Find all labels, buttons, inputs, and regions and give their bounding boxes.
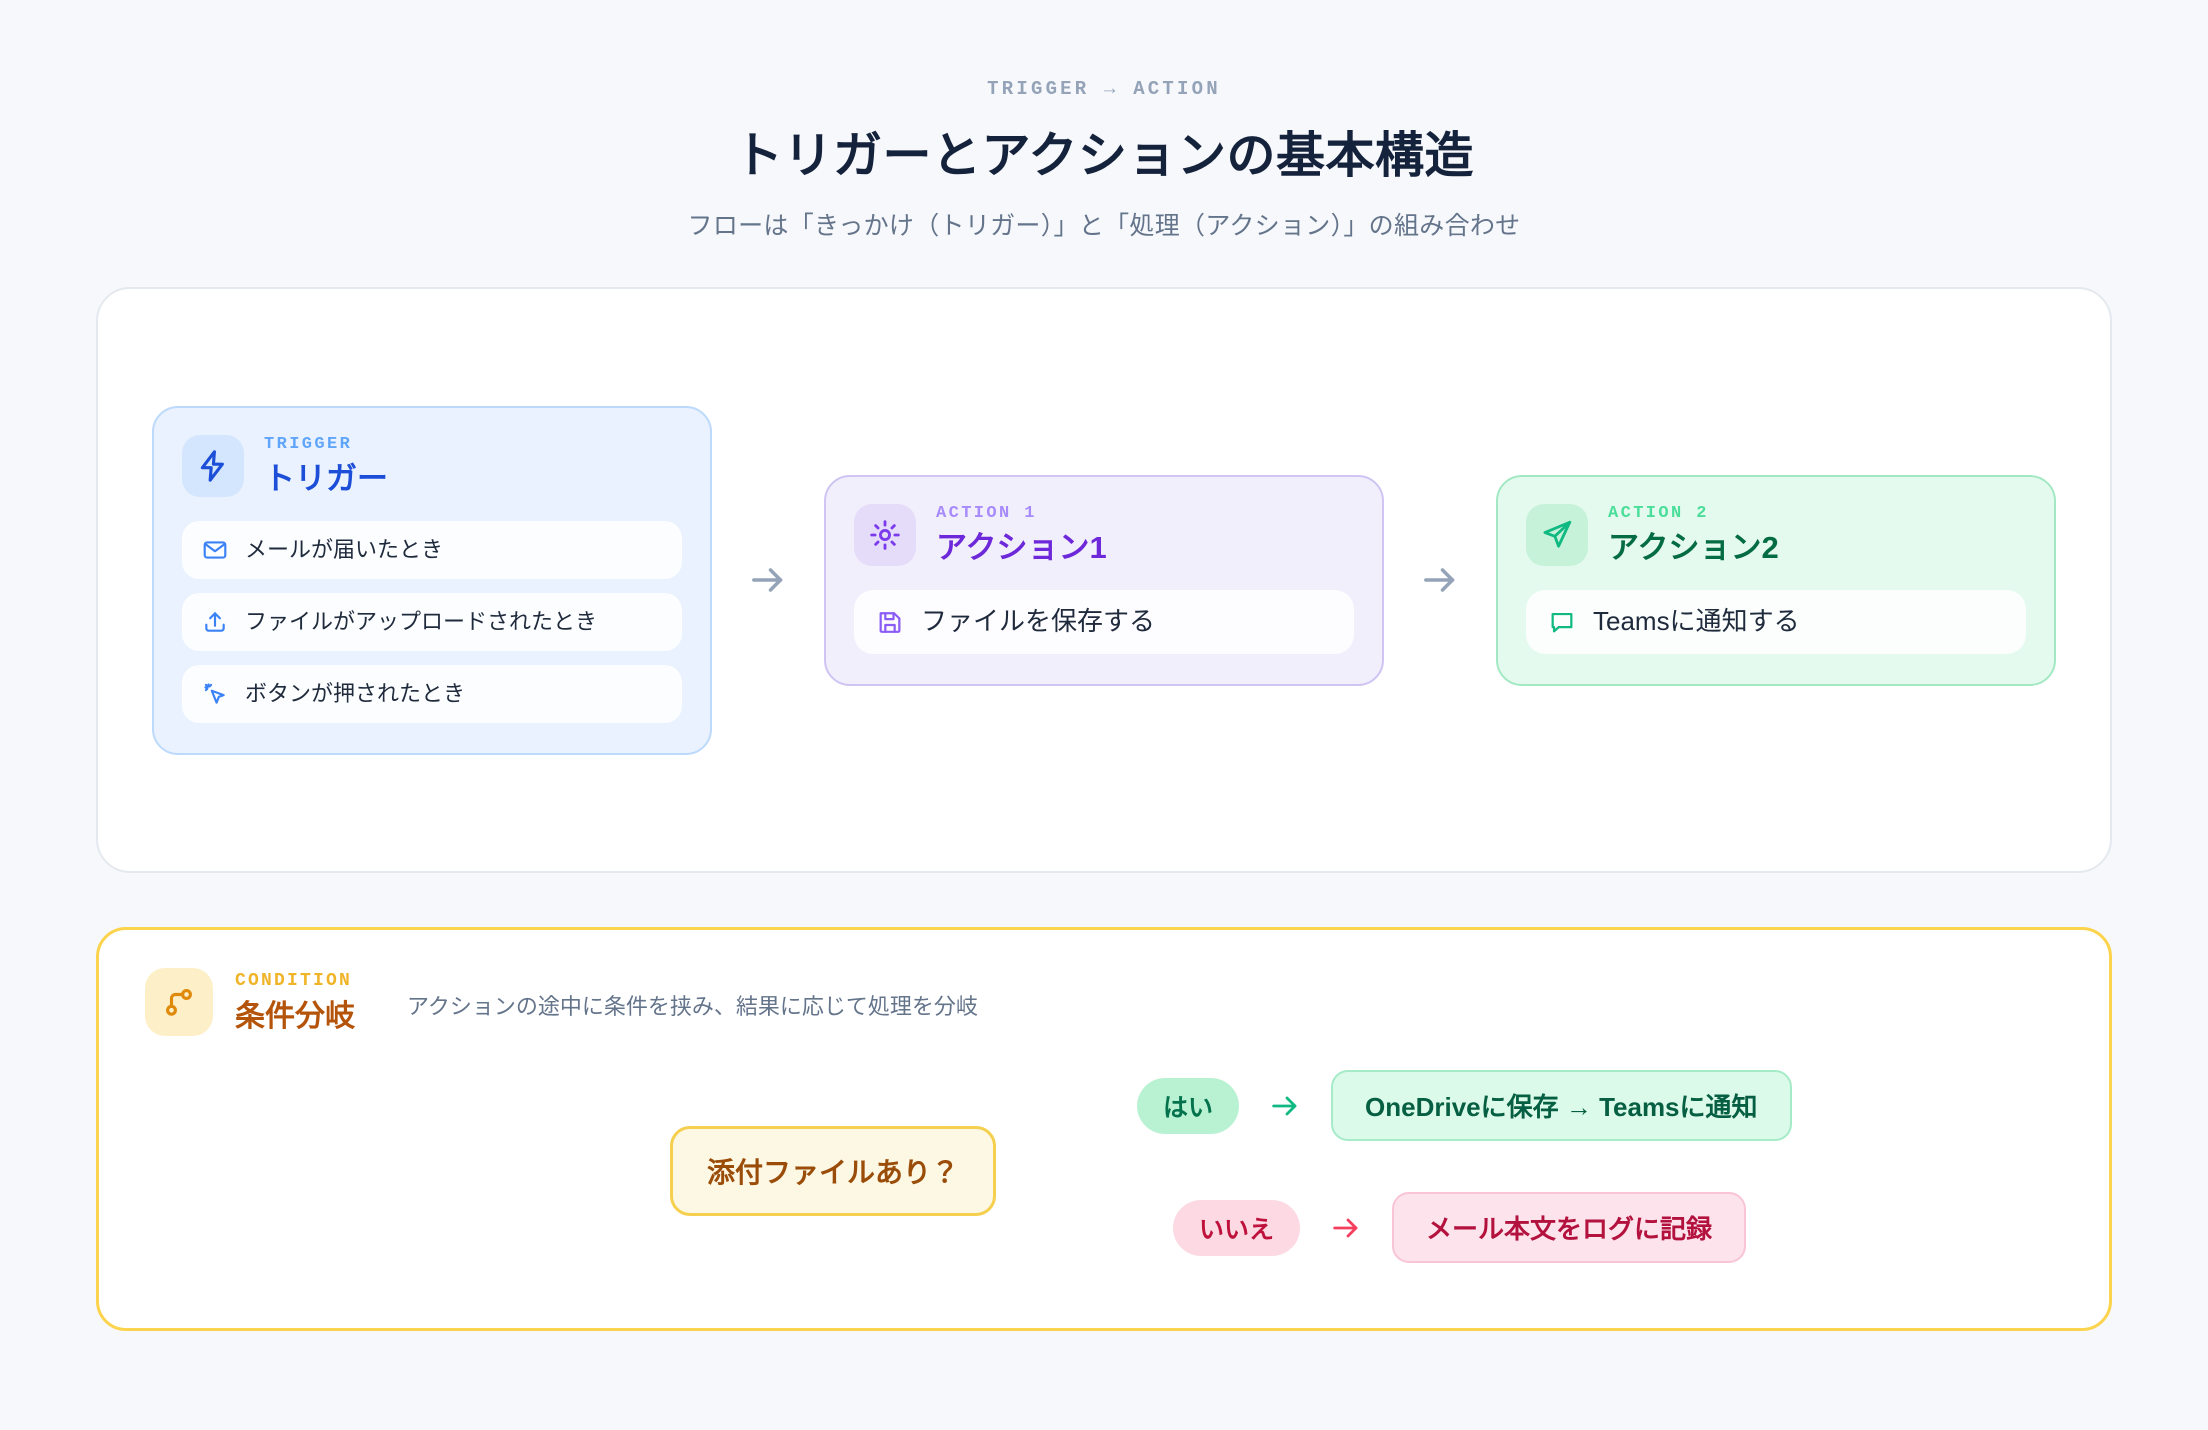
flow-arrow-2 <box>1384 560 1496 600</box>
upload-icon <box>202 609 228 635</box>
list-item-label: メールが届いたとき <box>245 536 444 562</box>
branch-result-no[interactable]: メール本文をログに記録 <box>1392 1192 1747 1264</box>
action1-kicker: ACTION 1 <box>936 503 1037 523</box>
send-icon <box>1526 503 1588 566</box>
trigger-card-header: TRIGGER トリガー <box>182 434 682 497</box>
condition-panel: CONDITION 条件分岐 アクションの途中に条件を挟み、結果に応じて処理を分… <box>96 927 2112 1332</box>
action2-title: アクション2 <box>1608 529 1779 565</box>
action1-column: ACTION 1 アクション1 <box>824 474 1384 686</box>
list-item[interactable]: ファイルを保存する <box>854 589 1354 654</box>
trigger-title: トリガー <box>264 460 388 496</box>
trigger-kicker: TRIGGER <box>264 434 353 454</box>
list-item-label: ボタンが押されたとき <box>245 680 466 706</box>
zap-icon <box>182 434 244 497</box>
list-item-label: Teamsに通知する <box>1593 605 1800 636</box>
mail-icon <box>202 537 228 563</box>
action2-card-header: ACTION 2 アクション2 <box>1526 503 2026 566</box>
list-item[interactable]: ボタンが押されたとき <box>182 664 682 723</box>
chat-bubble-icon <box>1548 608 1576 636</box>
action2-kicker: ACTION 2 <box>1608 503 1709 523</box>
list-item-label: ファイルがアップロードされたとき <box>245 608 598 634</box>
condition-titles: CONDITION 条件分岐 <box>235 972 355 1033</box>
trigger-column: TRIGGER トリガー メールが届いたと <box>152 405 712 755</box>
branch-arrow-yes-icon <box>1263 1090 1307 1122</box>
branch-row-yes: はい OneDriveに保存 → Teamsに通知 <box>1137 1070 1792 1142</box>
condition-kicker: CONDITION <box>235 970 353 991</box>
action2-card[interactable]: ACTION 2 アクション2 Teamsに通知する <box>1496 474 2056 686</box>
action1-card-header: ACTION 1 アクション1 <box>854 503 1354 566</box>
condition-description: アクションの途中に条件を挟み、結果に応じて処理を分岐 <box>407 994 978 1020</box>
list-item[interactable]: ファイルがアップロードされたとき <box>182 592 682 651</box>
branch-result-yes[interactable]: OneDriveに保存 → Teamsに通知 <box>1331 1070 1792 1142</box>
page-subtitle: フローは「きっかけ（トリガー）」と「処理（アクション）」の組み合わせ <box>687 212 1521 241</box>
trigger-item-list: メールが届いたとき ファイルがアップロードされたとき <box>182 520 682 723</box>
page-header: TRIGGER → ACTION トリガーとアクションの基本構造 フローは「きっ… <box>96 0 2112 242</box>
action2-item-list: Teamsに通知する <box>1526 589 2026 654</box>
action1-card[interactable]: ACTION 1 アクション1 <box>824 474 1384 686</box>
branch-pill-yes[interactable]: はい <box>1137 1077 1240 1134</box>
action1-card-titles: ACTION 1 アクション1 <box>936 505 1107 565</box>
flow-panel: TRIGGER トリガー メールが届いたと <box>96 287 2112 874</box>
branch-arrow-no-icon <box>1324 1212 1368 1244</box>
list-item[interactable]: メールが届いたとき <box>182 520 682 579</box>
list-item-label: ファイルを保存する <box>921 605 1156 636</box>
trigger-card[interactable]: TRIGGER トリガー メールが届いたと <box>152 405 712 755</box>
git-branch-icon <box>145 968 213 1037</box>
page-title: トリガーとアクションの基本構造 <box>733 129 1475 183</box>
condition-header: CONDITION 条件分岐 アクションの途中に条件を挟み、結果に応じて処理を分… <box>145 968 2063 1037</box>
gear-icon <box>854 503 916 566</box>
branch-row-no: いいえ メール本文をログに記録 <box>1173 1192 1747 1264</box>
branch-area: 添付ファイルあり？ はい OneDriveに保存 → Teamsに通知 いいえ <box>145 1064 2063 1294</box>
flow-arrow-1 <box>712 560 824 600</box>
cursor-click-icon <box>202 681 228 707</box>
trigger-card-titles: TRIGGER トリガー <box>264 436 388 496</box>
list-item[interactable]: Teamsに通知する <box>1526 589 2026 654</box>
decision-box[interactable]: 添付ファイルあり？ <box>670 1126 997 1217</box>
save-icon <box>876 608 904 636</box>
action1-title: アクション1 <box>936 529 1107 565</box>
action1-item-list: ファイルを保存する <box>854 589 1354 654</box>
action2-card-titles: ACTION 2 アクション2 <box>1608 505 1779 565</box>
flow-row: TRIGGER トリガー メールが届いたと <box>152 405 2056 755</box>
header-eyebrow: TRIGGER → ACTION <box>987 78 1221 100</box>
action2-column: ACTION 2 アクション2 Teamsに通知する <box>1496 474 2056 686</box>
condition-title: 条件分岐 <box>235 999 355 1033</box>
branch-pill-no[interactable]: いいえ <box>1173 1199 1301 1256</box>
